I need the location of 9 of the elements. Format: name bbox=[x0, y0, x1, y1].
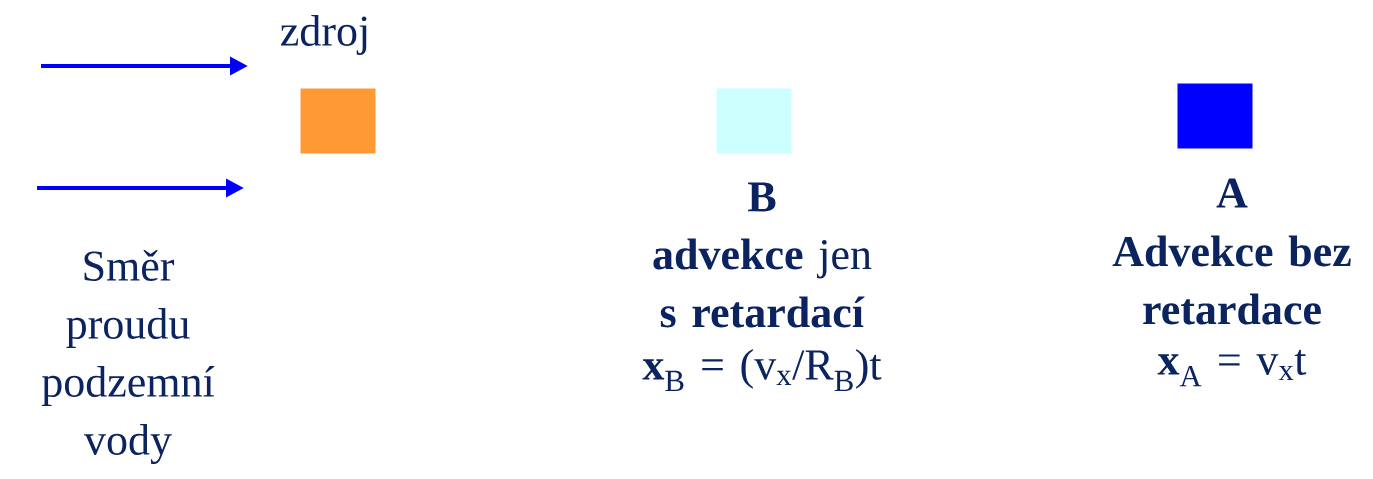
heading: A bbox=[1216, 178, 1248, 208]
square-block bbox=[300, 88, 376, 154]
square-block bbox=[1177, 83, 1253, 149]
heading: B bbox=[748, 182, 776, 212]
square-block bbox=[716, 88, 792, 154]
formula: x$_{B}$ = (v$_{x}$/R$_{B}$)t bbox=[642, 348, 882, 392]
flow-direction-label: Směr proudu podzemní vody bbox=[41, 249, 215, 465]
formula: x$_{A}$ = v$_{x}$t bbox=[1157, 349, 1307, 387]
node-label: zdroj bbox=[281, 15, 367, 55]
